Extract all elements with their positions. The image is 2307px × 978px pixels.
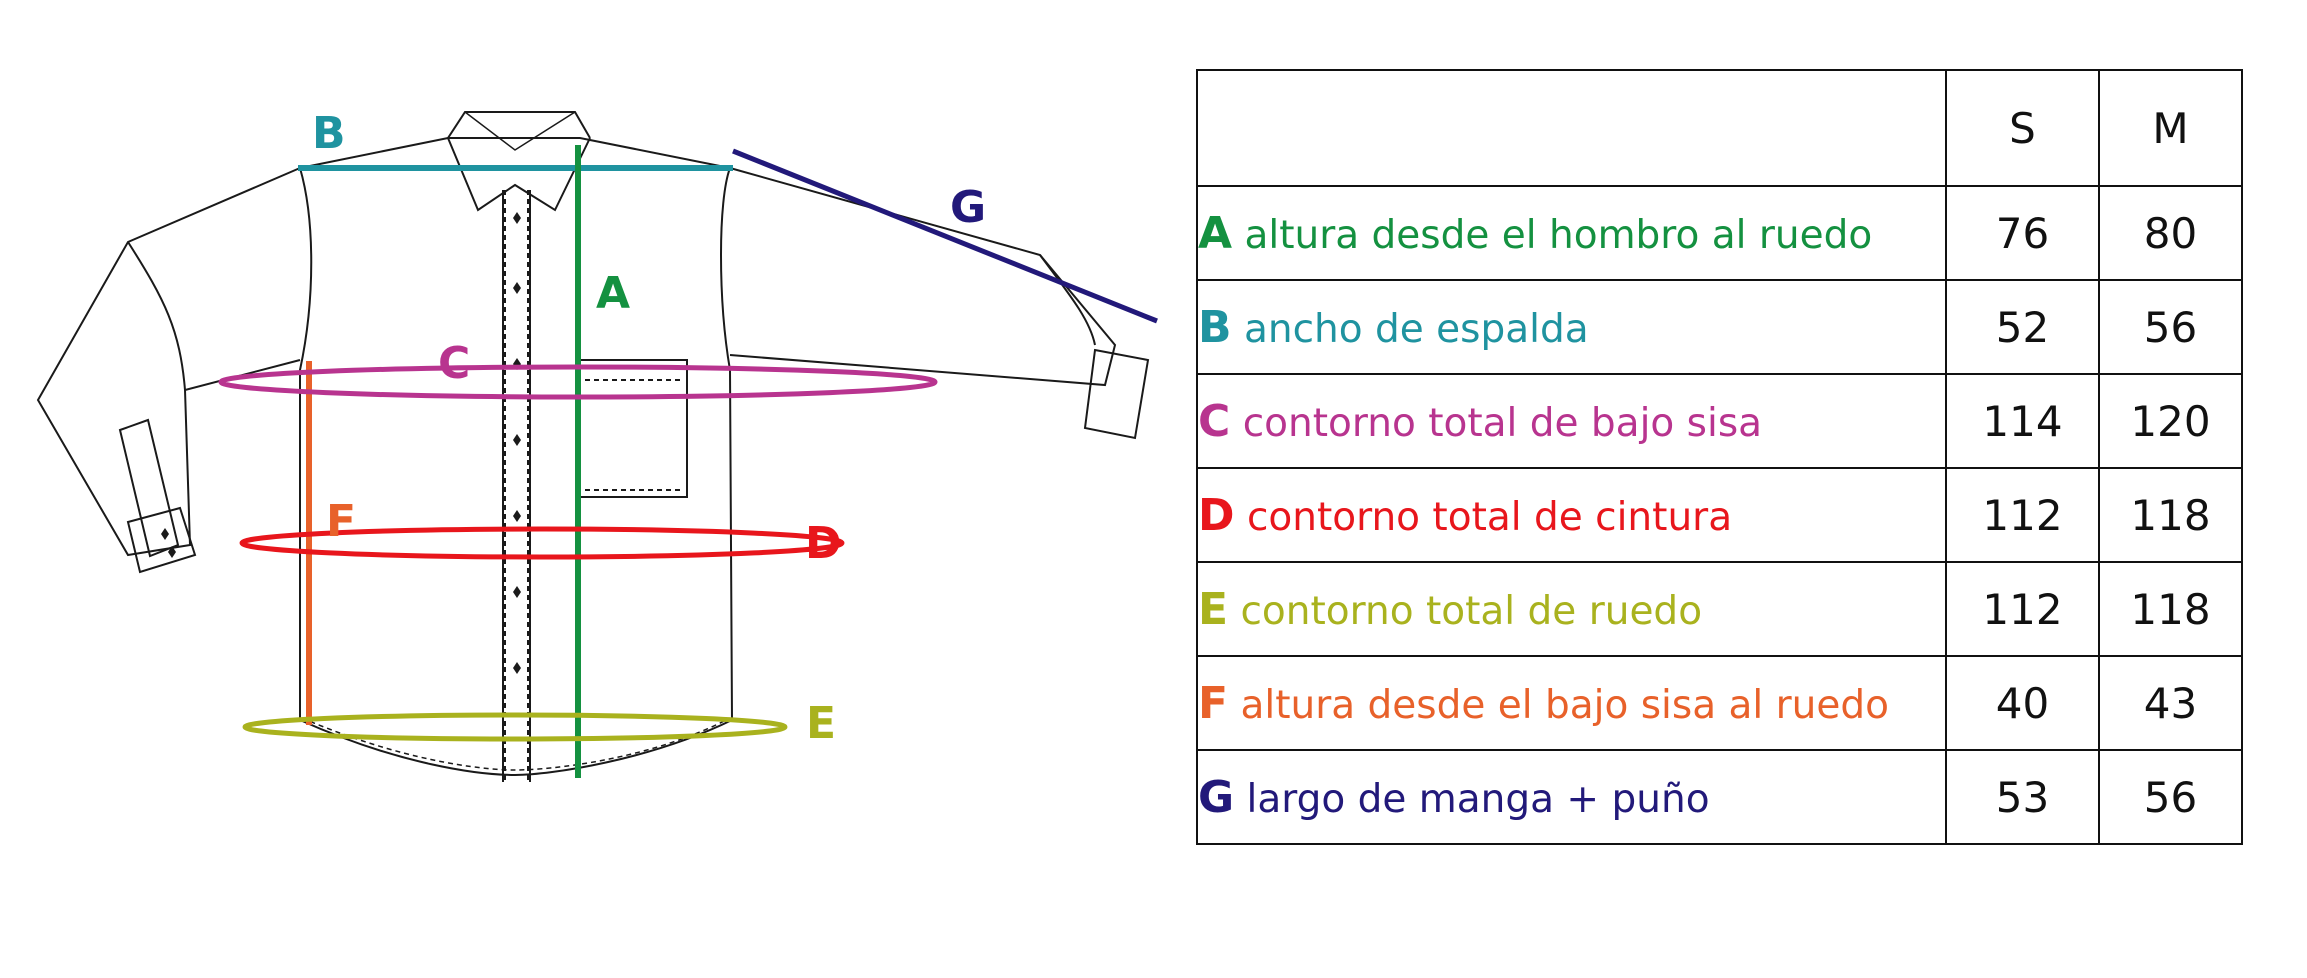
measurement-label-cell: G largo de manga + puño xyxy=(1196,749,1947,845)
size-m-value: 56 xyxy=(2098,749,2243,845)
shirt-measurement-diagram: B G A C F D E xyxy=(36,108,1158,782)
measurement-letter: E xyxy=(1198,583,1229,635)
measure-e-ellipse xyxy=(242,712,788,742)
label-e: E xyxy=(806,698,836,749)
header-size-s: S xyxy=(1945,69,2100,187)
measurement-label-cell: D contorno total de cintura xyxy=(1196,467,1947,563)
header-size-m: M xyxy=(2098,69,2243,187)
size-m-value: 118 xyxy=(2098,467,2243,563)
size-s-value: 114 xyxy=(1945,373,2100,469)
label-a: A xyxy=(596,268,630,319)
measurement-description: contorno total de cintura xyxy=(1246,494,1733,540)
measurement-label-cell: E contorno total de ruedo xyxy=(1196,561,1947,657)
measurement-letter: D xyxy=(1198,489,1235,541)
measurement-label-cell: B ancho de espalda xyxy=(1196,279,1947,375)
size-m-value: 80 xyxy=(2098,185,2243,281)
measure-c-ellipse xyxy=(218,364,938,400)
measurement-description: altura desde el hombro al ruedo xyxy=(1244,212,1873,258)
label-c: C xyxy=(438,338,470,389)
size-m-value: 56 xyxy=(2098,279,2243,375)
size-s-value: 52 xyxy=(1945,279,2100,375)
size-s-value: 112 xyxy=(1945,467,2100,563)
measure-g-line xyxy=(732,148,1158,324)
measurement-label-cell: C contorno total de bajo sisa xyxy=(1196,373,1947,469)
measurement-letter: C xyxy=(1198,395,1231,447)
header-blank-cell xyxy=(1196,69,1947,187)
size-m-value: 120 xyxy=(2098,373,2243,469)
table-header-row: S M xyxy=(1196,69,2243,187)
measurement-description: contorno total de ruedo xyxy=(1240,588,1703,634)
label-f: F xyxy=(326,496,356,547)
measurement-label-cell: F altura desde el bajo sisa al ruedo xyxy=(1196,655,1947,751)
measurement-letter: A xyxy=(1198,207,1233,259)
size-m-value: 43 xyxy=(2098,655,2243,751)
measure-d-ellipse xyxy=(239,526,845,560)
measurement-letter: B xyxy=(1198,301,1232,353)
size-m-value: 118 xyxy=(2098,561,2243,657)
measurement-description: contorno total de bajo sisa xyxy=(1242,400,1763,446)
measurement-label-cell: A altura desde el hombro al ruedo xyxy=(1196,185,1947,281)
size-s-value: 112 xyxy=(1945,561,2100,657)
size-s-value: 53 xyxy=(1945,749,2100,845)
label-d: D xyxy=(805,518,842,569)
size-s-value: 76 xyxy=(1945,185,2100,281)
measurement-letter: G xyxy=(1198,771,1235,823)
measurement-description: altura desde el bajo sisa al ruedo xyxy=(1240,682,1889,728)
size-s-value: 40 xyxy=(1945,655,2100,751)
label-g: G xyxy=(950,182,986,233)
label-b: B xyxy=(312,108,346,159)
measurement-description: largo de manga + puño xyxy=(1246,776,1710,822)
measurement-description: ancho de espalda xyxy=(1243,306,1589,352)
measurement-letter: F xyxy=(1198,677,1229,729)
